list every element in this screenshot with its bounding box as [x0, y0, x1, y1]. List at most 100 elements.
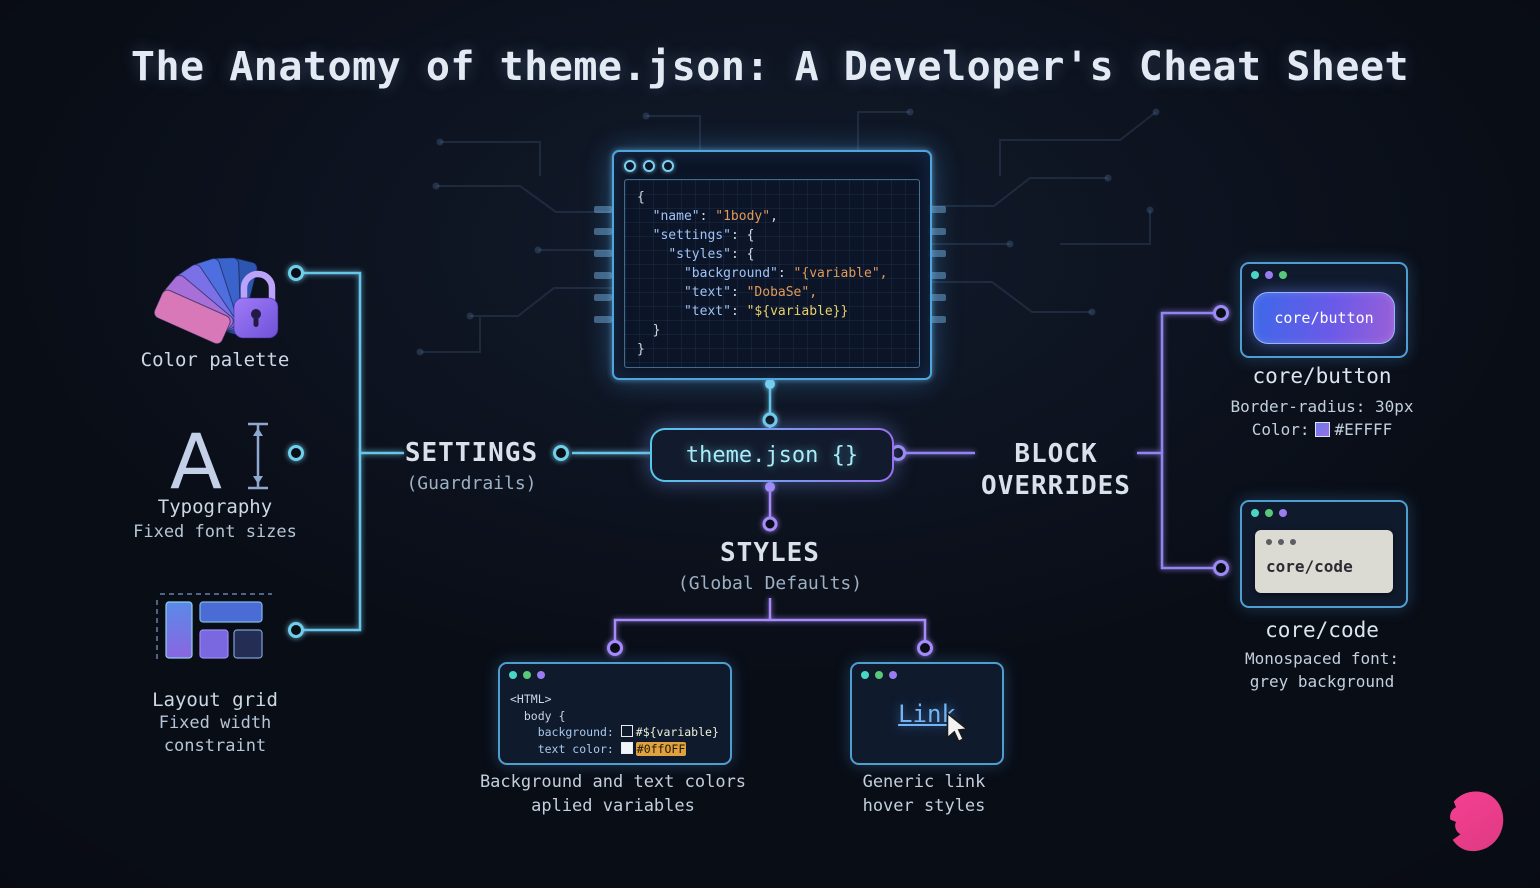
theme-json-node: theme.json {} — [650, 428, 894, 482]
code-token: : — [730, 304, 747, 319]
code-token: #${variable} — [635, 725, 719, 739]
purple-connector-nodes — [607, 305, 1229, 656]
window-control-dots — [509, 671, 545, 679]
settings-label: SETTINGS (Guardrails) — [364, 437, 579, 494]
window-control-dots — [624, 160, 674, 172]
circuit-traces — [420, 111, 1157, 353]
code-line: } — [637, 321, 907, 340]
core-button-preview: core/button — [1253, 292, 1395, 344]
typography-title: Typography — [157, 496, 273, 518]
code-token: <HTML> — [510, 692, 552, 706]
code-token: "settings" — [652, 228, 731, 243]
code-line: { — [637, 188, 907, 207]
code-token — [620, 741, 633, 754]
code-line: "text": "DobaSe", — [637, 283, 907, 302]
window-control-dot — [889, 671, 897, 679]
link-preview: Link — [898, 700, 956, 728]
core-code-preview: core/code — [1255, 530, 1393, 593]
color-palette-icon — [153, 257, 279, 345]
window-control-dot — [861, 671, 869, 679]
lock-icon — [233, 270, 279, 339]
code-token — [637, 228, 653, 243]
code-line: "settings": { — [637, 226, 907, 245]
window-control-dots — [1251, 509, 1287, 517]
code-line: "name": "1body", — [637, 207, 907, 226]
code-token: body { — [510, 708, 566, 723]
code-token — [620, 725, 633, 737]
code-line: "background": "{variable", — [637, 264, 907, 283]
window-control-dots — [861, 671, 897, 679]
window-control-dot — [875, 671, 883, 679]
measurement-guides — [156, 593, 272, 662]
circuit-vias — [416, 108, 1160, 356]
core-button-color-label: Color: — [1251, 420, 1310, 439]
right-branch-lines — [905, 311, 1214, 570]
palette-swatch-cards — [153, 257, 258, 345]
code-token — [637, 209, 653, 224]
code-token: "DobaSe", — [746, 285, 818, 300]
link-window-caption-1: Generic link — [862, 772, 986, 792]
layout-blocks — [165, 601, 263, 659]
styles-label: STYLES (Global Defaults) — [655, 537, 885, 594]
code-token: "name" — [652, 209, 700, 224]
core-code-name: core/code — [1265, 618, 1379, 642]
code-frame: { "name": "1body", "settings": { "styles… — [624, 179, 920, 368]
code-token — [637, 266, 684, 281]
cursor-pointer-icon — [946, 712, 970, 742]
colors-window-caption-2: aplied variables — [531, 796, 695, 816]
styles-subtitle: (Global Defaults) — [677, 573, 863, 594]
layout-grid-icon — [156, 593, 272, 662]
core-button-color-row: Color: #EFFFF — [1207, 420, 1437, 439]
link-window-caption-2: hover styles — [862, 796, 986, 816]
theme-json-node-label: theme.json {} — [685, 442, 859, 468]
settings-subtitle: (Guardrails) — [406, 473, 537, 494]
code-token: background: — [510, 725, 621, 739]
code-line: body { — [510, 708, 724, 725]
core-code-preview-label: core/code — [1266, 557, 1353, 576]
bottom-branch-lines — [613, 492, 927, 642]
link-hover-window: Link — [850, 662, 1004, 765]
code-token: "${variable}} — [746, 304, 849, 319]
code-token: { — [637, 190, 645, 205]
block-overrides-line2: OVERRIDES — [981, 471, 1131, 501]
code-token: } — [637, 323, 661, 338]
block-overrides-label: BLOCK OVERRIDES — [960, 438, 1152, 502]
layout-title: Layout grid — [152, 689, 278, 711]
theme-json-code-window: { "name": "1body", "settings": { "styles… — [612, 150, 932, 380]
styles-colors-window: <HTML> body { background: #${variable} t… — [498, 662, 732, 765]
window-control-dot — [1251, 509, 1259, 517]
code-token: "text" — [683, 285, 731, 300]
window-control-dot — [523, 671, 531, 679]
layout-subtitle-2: constraint — [163, 736, 267, 756]
window-control-dot — [624, 160, 636, 172]
code-line: background: #${variable} — [510, 724, 724, 741]
ruler-arrowheads — [253, 428, 263, 484]
settings-title: SETTINGS — [404, 438, 539, 468]
code-token: "{variable", — [793, 266, 888, 281]
code-block-dots — [1266, 539, 1296, 545]
window-control-dot — [537, 671, 545, 679]
code-line: } — [637, 340, 907, 359]
core-button-color-value: #EFFFF — [1334, 420, 1393, 439]
colors-window-caption-1: Background and text colors — [479, 772, 747, 792]
window-control-dot — [1251, 271, 1259, 279]
block-overrides-line1: BLOCK — [1014, 439, 1098, 469]
window-control-dot — [1265, 509, 1273, 517]
core-button-name: core/button — [1252, 364, 1392, 388]
code-token: "1body" — [715, 209, 771, 224]
window-control-dot — [1265, 271, 1273, 279]
code-token: "text" — [683, 304, 731, 319]
cyan-connector-nodes — [288, 265, 778, 638]
code-token: : { — [730, 228, 755, 243]
code-line: <HTML> — [510, 691, 724, 708]
code-token — [637, 285, 684, 300]
letter-a-with-ruler-icon: A — [170, 417, 268, 500]
code-line: text color: #0ffOFF — [510, 741, 724, 758]
window-control-dot — [1279, 509, 1287, 517]
typography-letter: A — [170, 417, 222, 500]
code-token: #0ffOFF — [635, 741, 687, 756]
code-token: "styles" — [668, 247, 731, 262]
window-control-dots — [1251, 271, 1287, 279]
